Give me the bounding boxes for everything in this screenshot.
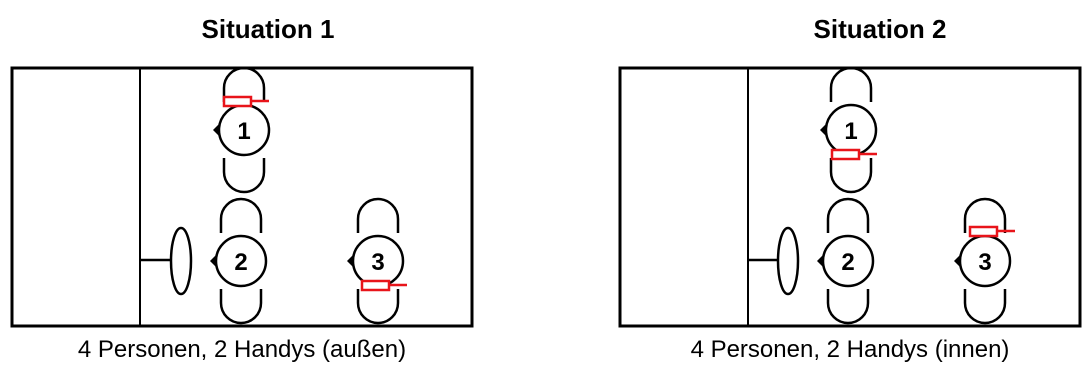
person-1-label: 1 <box>237 118 250 145</box>
situation-2-phone-1 <box>830 148 877 161</box>
situation-1-title: Situation 1 <box>201 14 335 44</box>
situation-1-person-1: 1 <box>211 66 271 194</box>
situation-2-person-2: 2 <box>815 197 875 325</box>
situation-1-person-2: 2 <box>208 197 268 325</box>
situation-1-person-3: 3 <box>345 197 405 325</box>
person-2-label: 2 <box>234 249 247 276</box>
situation-2-person-1: 1 <box>818 66 878 194</box>
situation-2-title: Situation 2 <box>813 14 947 44</box>
situation-1-phone-1 <box>222 95 269 108</box>
situation-2-phone-3 <box>968 225 1015 238</box>
person-3-label: 3 <box>978 249 991 276</box>
person-1-label: 1 <box>844 118 857 145</box>
situation-2-person-3: 3 <box>952 197 1012 325</box>
situation-2-caption: 4 Personen, 2 Handys (innen) <box>690 336 1010 363</box>
person-3-label: 3 <box>371 249 384 276</box>
situation-1-phone-3 <box>360 279 407 292</box>
situation-1-caption: 4 Personen, 2 Handys (außen) <box>77 336 407 363</box>
person-2-label: 2 <box>841 249 854 276</box>
